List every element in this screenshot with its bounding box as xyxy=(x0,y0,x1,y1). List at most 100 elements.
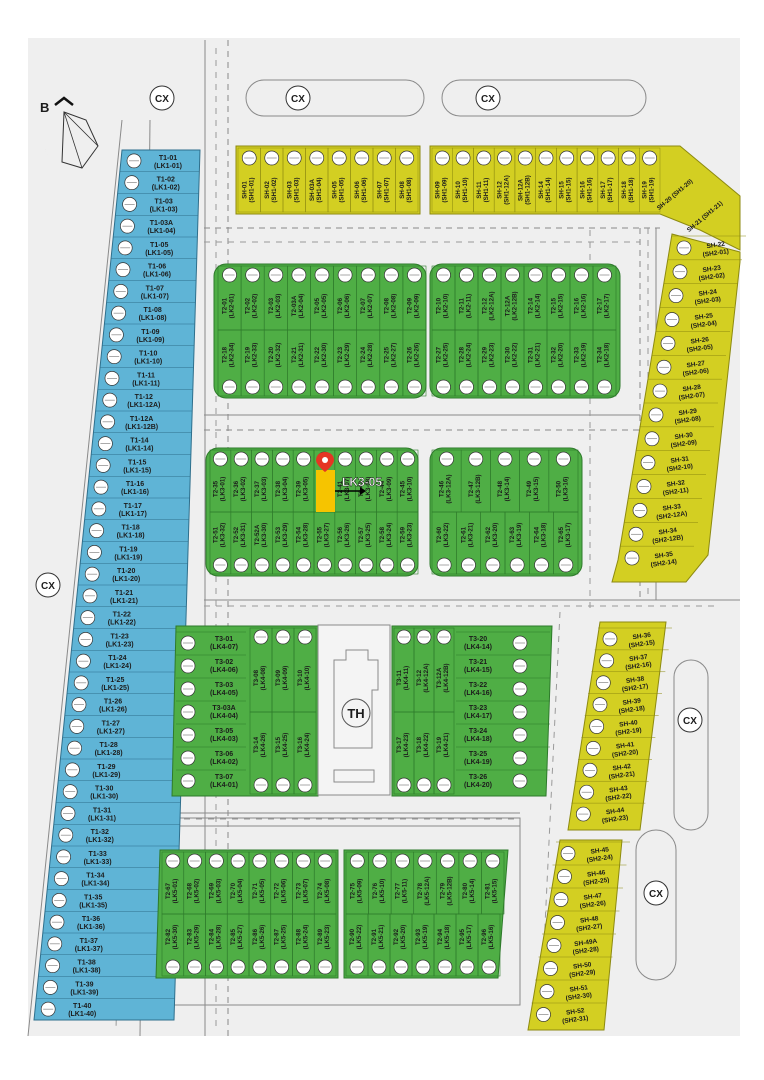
plot-code: T1-32 xyxy=(91,829,109,836)
plot-code: T3-24 xyxy=(469,728,487,735)
plot-layer: T1-01(LK1-01)T1-02(LK1-02)T1-03(LK1-03)T… xyxy=(33,145,746,1031)
plot-code: T1-05 xyxy=(150,242,168,249)
plot-lk-code: (SH2-20) xyxy=(612,749,639,760)
plot-code: T2-60 xyxy=(436,526,443,543)
plot-code: SH-48 xyxy=(580,915,600,925)
plot-lk-code: (LK1-11) xyxy=(132,380,160,387)
plot-code: T2-09 xyxy=(406,297,413,314)
plot-lk-code: (LK4-01) xyxy=(210,782,238,789)
plot-lk-code: (LK2-05) xyxy=(321,294,328,319)
t2-block1-bottom-right: T2-27(LK2-25)T2-28(LK2-24)T2-29(LK2-23)T… xyxy=(431,329,617,397)
plot-code: T1-26 xyxy=(104,699,122,706)
plot-code: SH-17 xyxy=(600,181,607,199)
plot-lk-code: (LK2-34) xyxy=(229,343,236,368)
plot-code: T1-31 xyxy=(93,807,111,814)
plot-code: T2-46 xyxy=(439,480,446,497)
plot-lk-code: (SH2-21) xyxy=(608,770,635,781)
plot-code: T2-52A xyxy=(254,524,261,545)
plot-code: SH-25 xyxy=(694,312,714,322)
plot-cell[interactable] xyxy=(402,329,427,397)
plot-code: SH-01 xyxy=(241,181,248,199)
plot-code: T1-03A xyxy=(150,220,173,227)
plot-code: SH-26 xyxy=(690,336,710,346)
plot-lk-code: (LK4-21) xyxy=(443,733,450,758)
plot-code: T1-03 xyxy=(154,198,172,205)
plot-code: T1-06 xyxy=(148,264,166,271)
plot-cell[interactable] xyxy=(553,511,579,575)
plot-code: T2-38 xyxy=(275,480,282,497)
plot-lk-code: (SH2-07) xyxy=(678,391,705,402)
plot-code: T2-75 xyxy=(349,882,356,899)
plot-lk-code: (LK3-04) xyxy=(282,477,289,502)
plot-lk-code: (LK3-32) xyxy=(219,523,226,548)
plot-lk-code: (LK2-16) xyxy=(581,294,588,319)
plot-lk-code: (LK3-05) xyxy=(303,477,310,502)
plot-code: SH-27 xyxy=(686,360,706,370)
plot-cell[interactable] xyxy=(592,329,617,397)
plot-cell[interactable] xyxy=(293,711,317,795)
t2-block1-right xyxy=(429,263,621,399)
plot-lk-code: (LK4-06) xyxy=(210,667,238,674)
plot-lk-code: (LK5-01) xyxy=(172,879,179,904)
plot-code: T3-19 xyxy=(436,736,443,753)
road-kerb-line xyxy=(27,119,123,1037)
plot-lk-code: (SH2-14) xyxy=(650,558,677,569)
pointer-arrowhead-icon xyxy=(360,487,366,495)
plot-lk-code: (LK5-30) xyxy=(172,925,179,950)
plot-code: T1-15 xyxy=(128,459,146,466)
plot-code: T3-18 xyxy=(416,736,423,753)
plot-lk-code: (SH2-01) xyxy=(702,248,729,259)
plot-lk-code: (LK3-30) xyxy=(261,523,268,548)
plot-lk-code: (LK3-12A) xyxy=(446,474,453,503)
plot-code: T2-28 xyxy=(459,346,466,363)
plot-cell[interactable] xyxy=(639,147,661,213)
plot-lk-code: (LK5-17) xyxy=(466,925,473,950)
plot-lk-code: (SH2-29) xyxy=(569,969,596,980)
plot-lk-code: (SH1-06) xyxy=(361,177,368,202)
plot-cell[interactable] xyxy=(433,711,455,795)
plot-lk-code: (SH2-05) xyxy=(686,344,713,355)
plot-cell[interactable] xyxy=(477,913,501,977)
plot-lk-code: (LK5-15) xyxy=(492,879,499,904)
plot-lk-code: (LK3-19) xyxy=(516,523,523,548)
t3-block-left xyxy=(171,625,319,797)
plot-cell[interactable] xyxy=(395,147,419,213)
plot-lk-code: (SH2-23) xyxy=(602,814,629,825)
plot-lk-code: (LK4-12B) xyxy=(443,663,450,692)
highlighted-plot[interactable]: LK3-05 xyxy=(316,452,383,512)
side-oval-island xyxy=(673,659,709,831)
plot-code: T2-52 xyxy=(233,526,240,543)
plot-cell[interactable] xyxy=(313,913,337,977)
plot-code: T2-59 xyxy=(400,526,407,543)
plot-code: T1-02 xyxy=(157,177,175,184)
plot-lk-code: (LK2-22) xyxy=(512,343,519,368)
plot-lk-code: (SH2-15) xyxy=(628,639,655,650)
plot-lk-code: (LK4-08) xyxy=(260,666,267,691)
plot-lk-code: (LK1-01) xyxy=(154,163,182,170)
plot-code: T3-22 xyxy=(469,682,487,689)
cx-label: CX xyxy=(291,94,305,105)
plot-lk-code: (LK2-30) xyxy=(321,343,328,368)
t3-left-column: T3-01(LK4-07)T3-02(LK4-06)T3-03(LK4-05)T… xyxy=(176,631,246,789)
plot-code: T2-03 xyxy=(268,297,275,314)
plot-lk-code: (LK1-20) xyxy=(112,576,140,583)
plot-cell[interactable] xyxy=(396,511,419,575)
plot-code: T2-71 xyxy=(252,882,259,899)
plot-code: T2-05 xyxy=(314,297,321,314)
plot-lk-code: (LK5-05) xyxy=(259,879,266,904)
plot-code: T2-08 xyxy=(383,297,390,314)
plot-code: T2-83 xyxy=(187,928,194,945)
plot-lk-code: (LK5-19) xyxy=(422,925,429,950)
side-oval-island xyxy=(635,829,677,981)
plot-code: T1-33 xyxy=(88,851,106,858)
plot-code: T2-37 xyxy=(254,480,261,497)
plot-lk-code: (LK1-39) xyxy=(70,989,98,996)
plot-lk-code: (LK5-23) xyxy=(324,925,331,950)
plot-code: T1-29 xyxy=(97,764,115,771)
plot-lk-code: (LK1-03) xyxy=(150,206,178,213)
plot-code: T2-25 xyxy=(383,346,390,363)
plot-lk-code: (LK3-22) xyxy=(443,523,450,548)
plot-lk-code: (SH2-09) xyxy=(670,439,697,450)
